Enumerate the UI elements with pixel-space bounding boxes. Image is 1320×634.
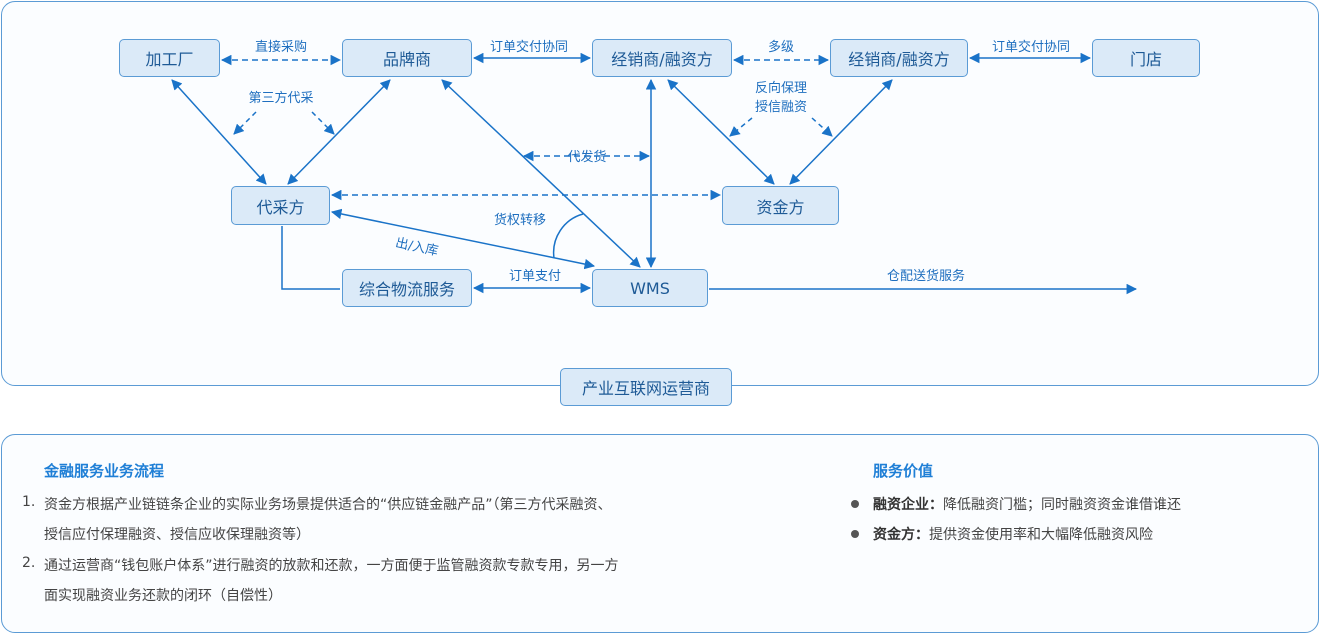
- node-agent-buyer: 代采方: [231, 186, 330, 225]
- node-wms: WMS: [592, 269, 708, 307]
- label-multi-level: 多级: [768, 39, 794, 55]
- edge-factory-agent: [171, 79, 267, 185]
- label-drop-ship: 代发货: [567, 149, 606, 165]
- edge-third-party-right: [311, 111, 335, 135]
- node-dealer-1: 经销商/融资方: [592, 39, 732, 77]
- bullet-icon: [851, 500, 859, 508]
- info-panel: [1, 434, 1319, 633]
- node-brand: 品牌商: [342, 39, 472, 77]
- edge-dealer2-funder: [789, 79, 893, 185]
- label-reverse-2: 授信融资: [755, 100, 807, 115]
- process-item-2-line-1: 通过运营商“钱包账户体系”进行融资的放款和还款，一方面便于监管融资款专款专用，另…: [44, 558, 619, 574]
- label-direct-purchase: 直接采购: [255, 39, 307, 55]
- edge-reverse-left: [729, 117, 753, 137]
- edge-brand-wms: [441, 79, 641, 268]
- label-warehouse-delivery: 仓配送货服务: [887, 268, 965, 284]
- value-item-2-text: 提供资金使用率和大幅降低融资风险: [929, 527, 1153, 543]
- process-title: 金融服务业务流程: [44, 462, 165, 480]
- value-item-2-label: 资金方：: [873, 527, 929, 543]
- value-item-1: 融资企业：降低融资门槛；同时融资资金谁借谁还: [873, 494, 1181, 514]
- edge-agent-logistics: [281, 226, 340, 290]
- label-order-payment: 订单支付: [509, 269, 561, 284]
- label-in-out: 出/入库: [394, 235, 440, 260]
- process-item-2-num: 2.: [22, 555, 36, 571]
- label-order-delivery-1: 订单交付协同: [490, 39, 568, 55]
- node-logistics: 综合物流服务: [342, 269, 472, 307]
- label-third-party: 第三方代采: [248, 90, 313, 106]
- label-reverse-1: 反向保理: [755, 80, 807, 96]
- process-item-1-line-2: 授信应付保理融资、授信应收保理融资等）: [44, 527, 310, 543]
- process-item-2-line-2: 面实现融资业务还款的闭环（自偿性）: [44, 588, 282, 604]
- edge-title-transfer-arc: [552, 213, 584, 259]
- node-store: 门店: [1092, 39, 1200, 77]
- process-item-1-line-1: 资金方根据产业链链条企业的实际业务场景提供适合的“供应链金融产品”（第三方代采融…: [44, 497, 612, 513]
- process-item-1-num: 1.: [22, 494, 36, 510]
- edge-brand-agent: [287, 79, 391, 185]
- value-title: 服务价值: [873, 462, 934, 480]
- value-item-2: 资金方：提供资金使用率和大幅降低融资风险: [873, 524, 1153, 544]
- node-funder: 资金方: [722, 186, 839, 225]
- value-item-1-label: 融资企业：: [873, 497, 943, 513]
- bullet-icon: [851, 530, 859, 538]
- edge-third-party-left: [233, 111, 257, 135]
- node-dealer-2: 经销商/融资方: [830, 39, 968, 77]
- edge-agent-wms: [330, 208, 596, 270]
- node-factory: 加工厂: [119, 39, 220, 77]
- label-order-delivery-2: 订单交付协同: [992, 39, 1070, 55]
- value-item-1-text: 降低融资门槛；同时融资资金谁借谁还: [943, 497, 1181, 513]
- diagram-edges: 直接采购 订单交付协同 多级 订单交付协同 第三方代采 反向保理 授信融资 代发…: [171, 39, 1138, 295]
- label-title-transfer: 货权转移: [494, 212, 546, 228]
- edge-reverse-right: [811, 117, 833, 137]
- node-operator: 产业互联网运营商: [560, 368, 732, 406]
- edge-dealer1-funder: [667, 79, 775, 185]
